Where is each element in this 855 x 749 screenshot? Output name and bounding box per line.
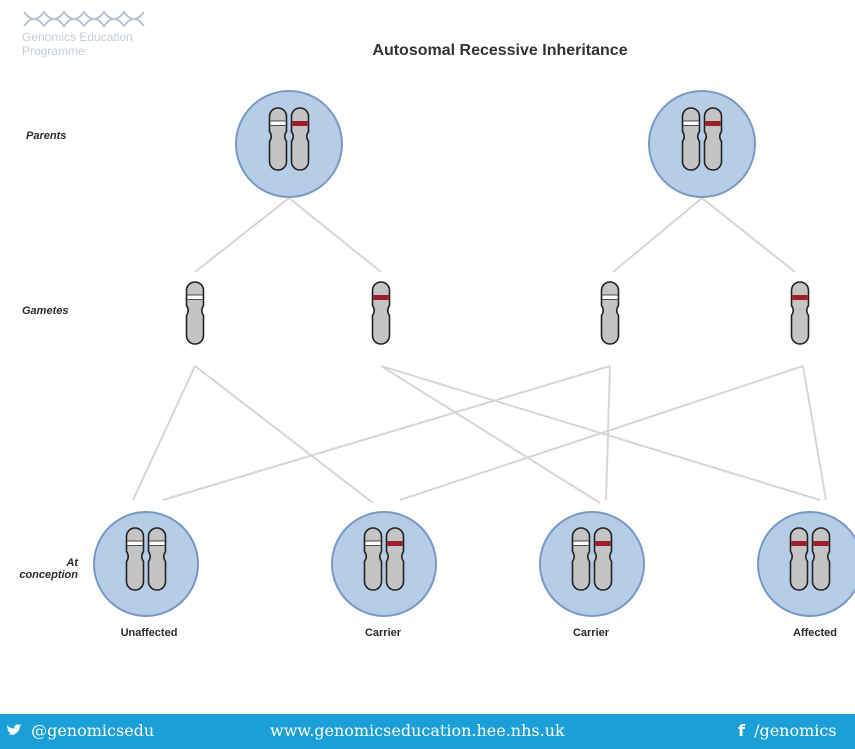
connector-lines [132,197,827,504]
offspring-affected-cell-chromosome-1 [789,527,809,591]
offspring-carrier-1-cell-chromosome-2-mutant-band [387,541,403,546]
offspring-carrier-2-cell-chromosome-1-body [571,527,591,591]
facebook-handle: /genomics [754,721,837,740]
gamete-1-chromosome-body [185,281,205,345]
offspring-carrier-1-cell-chromosome-1 [363,527,383,591]
cells [93,90,855,617]
offspring-carrier-1-cell-chromosome-2 [385,527,405,591]
gamete-2-chromosome-body [371,281,391,345]
logo-text: Genomics Education Programme [22,30,133,58]
connector-line-4 [701,197,796,273]
logo-line-2: Programme [22,44,85,58]
parent-2-cell [648,90,756,198]
logo-line-1: Genomics Education [22,30,133,44]
parent-1-cell-chromosome-2-body [290,107,310,171]
gamete-1-chromosome [185,281,205,345]
outcome-label-unaffected: Unaffected [120,627,178,639]
offspring-affected-cell-chromosome-2-mutant-band [813,541,829,546]
genomics-education-logo [22,8,152,35]
offspring-carrier-1-cell-chromosome-1-body [363,527,383,591]
twitter-handle: @genomicsedu [31,721,155,740]
parent-2-cell-chromosome-2 [703,107,723,171]
twitter-bird-icon [7,724,22,735]
connector-line-2 [288,197,382,273]
gamete-4-chromosome-mutant-band [792,295,808,300]
connector-line-3 [612,197,703,273]
row-label-at-conception: At conception [14,557,78,581]
outcome-label-carrier-1: Carrier [364,627,402,639]
connector-line-7 [380,365,601,504]
row-label-gametes: Gametes [22,305,69,317]
gamete-4-chromosome [790,281,810,345]
offspring-affected-cell-chromosome-2-body [811,527,831,591]
parent-1-cell-chromosome-1-body [268,107,288,171]
row-label-conception: conception [19,569,78,581]
gamete-1-chromosome-band [187,295,203,300]
offspring-unaffected-cell-chromosome-2-band [149,541,165,546]
parent-2-cell-chromosome-1 [681,107,701,171]
offspring-unaffected-cell-chromosome-2-body [147,527,167,591]
facebook-icon: f [738,721,745,740]
offspring-unaffected-cell-chromosome-1 [125,527,145,591]
footer-bar: @genomicsedu www.genomicseducation.hee.n… [0,714,855,749]
parent-2-cell-chromosome-2-body [703,107,723,171]
gamete-3-chromosome [600,281,620,345]
offspring-carrier-1-cell [331,511,437,617]
offspring-carrier-1-cell-chromosome-2-body [385,527,405,591]
connector-line-11 [399,365,804,501]
offspring-carrier-2-cell-chromosome-2-mutant-band [595,541,611,546]
connector-line-5 [132,365,196,501]
offspring-carrier-1-cell-chromosome-1-band [365,541,381,546]
diagram-title: Autosomal Recessive Inheritance [372,42,628,59]
gamete-3-chromosome-body [600,281,620,345]
website-link[interactable]: www.genomicseducation.hee.nhs.uk [270,721,565,740]
offspring-affected-cell-chromosome-1-body [789,527,809,591]
parent-2-cell-chromosome-2-mutant-band [705,121,721,126]
offspring-carrier-2-cell-chromosome-1-band [573,541,589,546]
gamete-3-chromosome-band [602,295,618,300]
dna-logo-icon [23,10,145,28]
offspring-unaffected-cell-chromosome-2 [147,527,167,591]
parent-2-cell-chromosome-1-band [683,121,699,126]
gamete-2-chromosome [371,281,391,345]
connector-line-6 [194,365,374,504]
parent-1-cell-chromosome-2 [290,107,310,171]
offspring-carrier-2-cell-chromosome-2-body [593,527,613,591]
connector-line-12 [802,365,827,501]
parent-1-cell-chromosome-2-mutant-band [292,121,308,126]
gamete-4-chromosome-body [790,281,810,345]
offspring-affected-cell-chromosome-2 [811,527,831,591]
parent-1-cell [235,90,343,198]
offspring-carrier-2-cell-chromosome-2 [593,527,613,591]
connector-line-10 [605,365,611,501]
connector-line-9 [162,365,611,501]
twitter-link[interactable]: @genomicsedu [6,721,154,740]
offspring-affected-cell-chromosome-1-mutant-band [791,541,807,546]
offspring-carrier-2-cell [539,511,645,617]
parent-2-cell-chromosome-1-body [681,107,701,171]
offspring-carrier-2-cell-chromosome-1 [571,527,591,591]
offspring-unaffected-cell-chromosome-1-band [127,541,143,546]
row-label-at: At [66,557,78,569]
parent-1-cell-chromosome-1 [268,107,288,171]
parent-1-cell-chromosome-1-band [270,121,286,126]
chromosomes [125,107,831,591]
gamete-2-chromosome-mutant-band [373,295,389,300]
outcome-label-carrier-2: Carrier [572,627,610,639]
row-label-parents: Parents [26,130,67,142]
connector-line-1 [194,197,290,273]
facebook-link[interactable]: f /genomics [738,721,837,740]
offspring-unaffected-cell-chromosome-1-body [125,527,145,591]
outcome-label-affected: Affected [792,627,837,639]
offspring-unaffected-cell [93,511,199,617]
